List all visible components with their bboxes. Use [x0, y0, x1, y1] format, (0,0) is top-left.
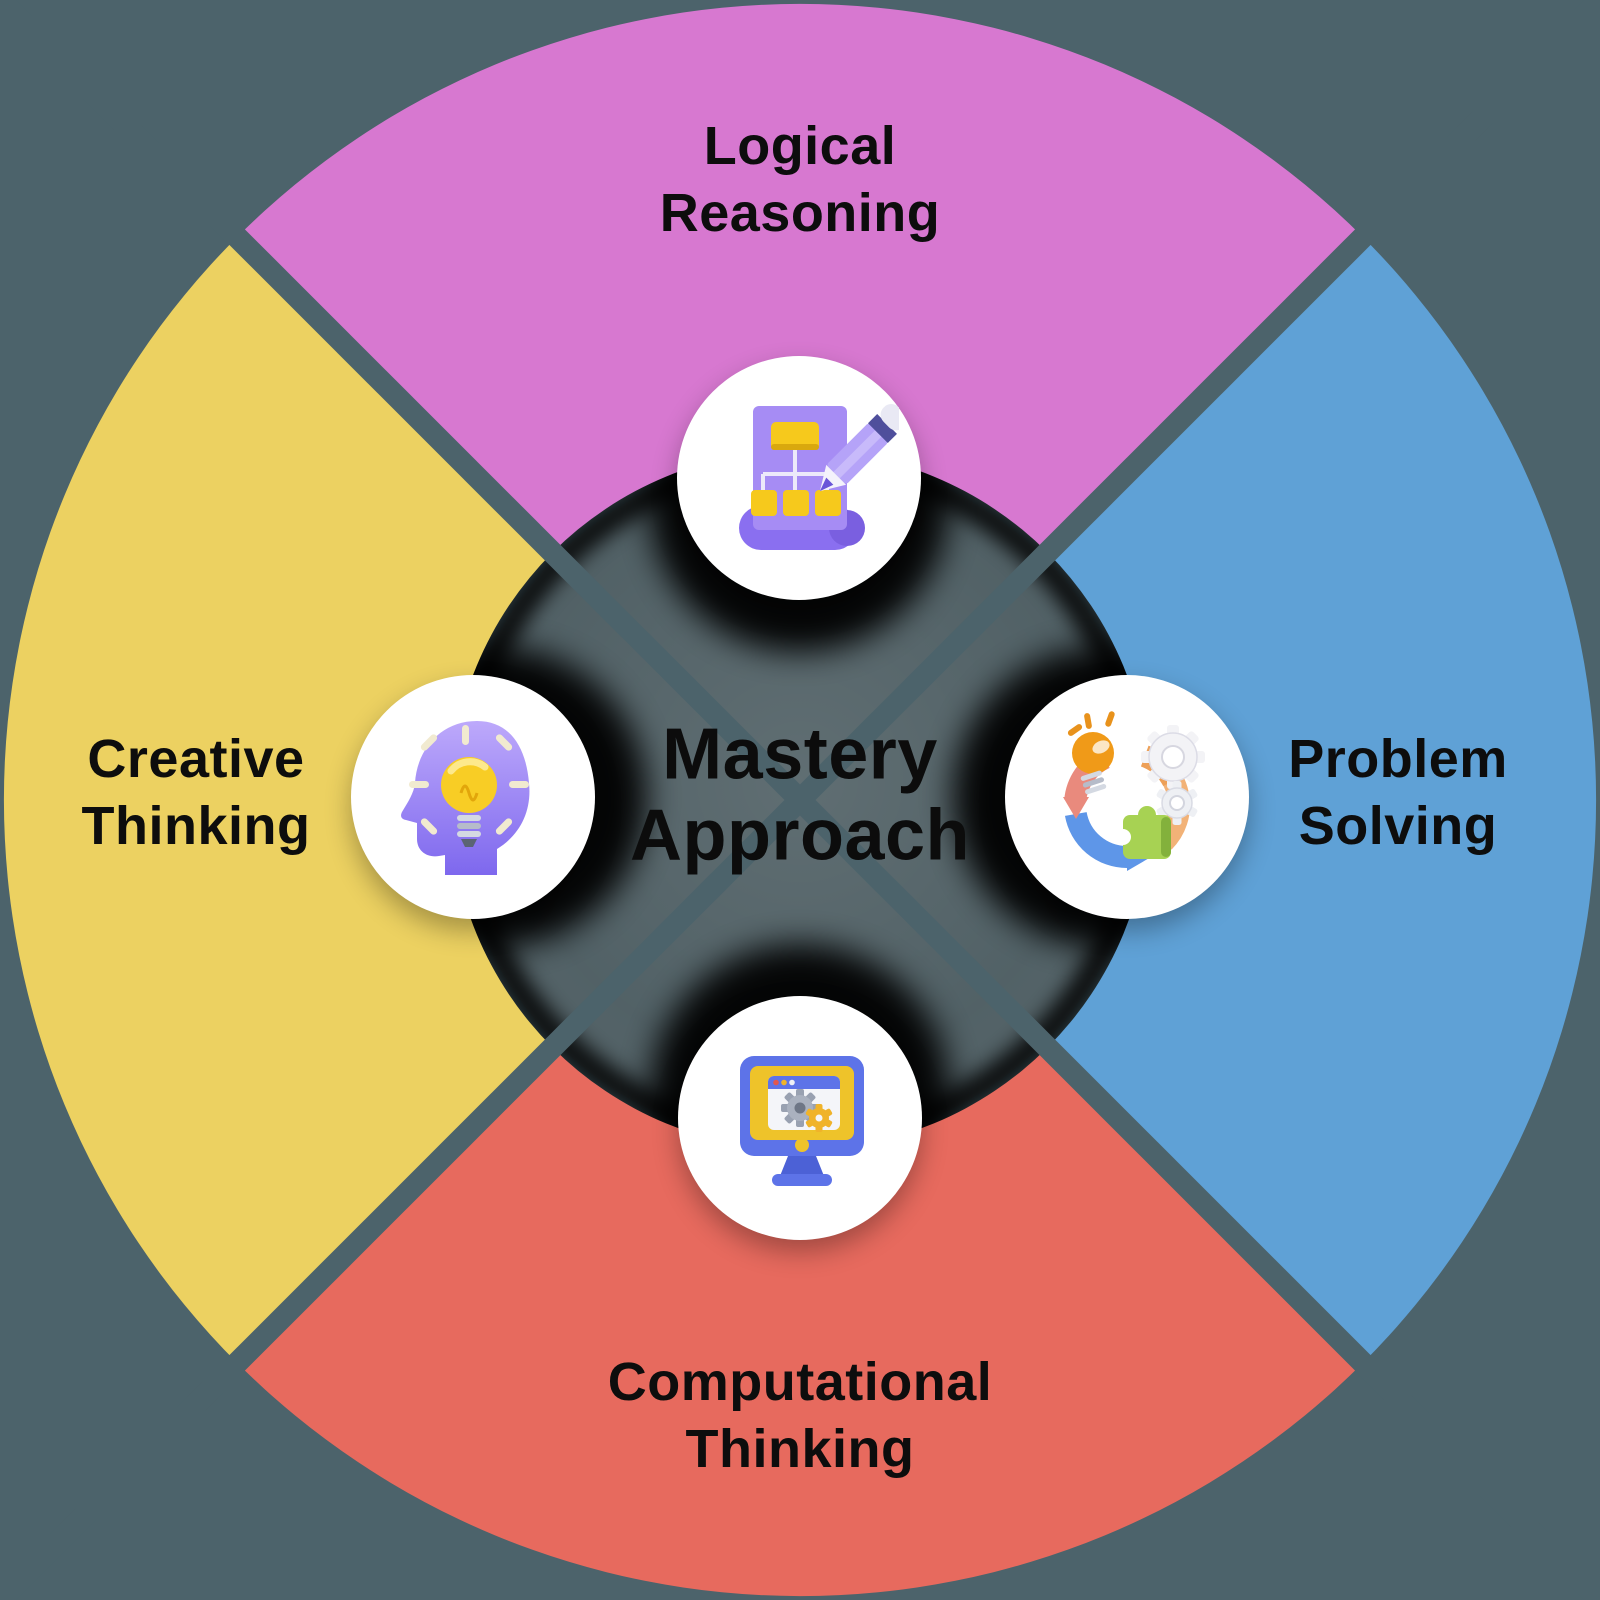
pencil-highlight: [833, 429, 883, 479]
pencil-point: [819, 477, 834, 492]
label-line: Creative: [87, 729, 305, 790]
browser-dot-red: [773, 1079, 779, 1086]
computer-monitor-gears-icon: [740, 1056, 864, 1186]
flowchart-top-box-edge: [771, 444, 819, 450]
browser-dot-white: [789, 1079, 795, 1086]
center-title-line: Mastery: [662, 714, 938, 795]
lightbulb-glass: [441, 757, 497, 813]
orange-lightbulb: [1072, 732, 1114, 774]
label-line: Thinking: [685, 1419, 915, 1479]
lightbulb-filament: [459, 784, 479, 802]
browser-dot-yellow: [781, 1079, 787, 1086]
monitor-button: [795, 1138, 809, 1152]
bulb-base: [1080, 770, 1107, 795]
flowchart-connectors: [761, 450, 829, 490]
lightbulb-shine: [447, 758, 489, 775]
puzzle-piece: [1115, 806, 1171, 859]
center-title: Mastery Approach: [630, 714, 970, 875]
label-line: Computational: [607, 1352, 993, 1413]
yellow-gear: [805, 1104, 833, 1132]
icon-circle-creative-thinking: [351, 675, 595, 919]
lightbulb-gears-puzzle-cycle-icon: [1063, 711, 1205, 871]
bulb-rays: [1067, 711, 1115, 736]
bulb-shine: [1092, 740, 1110, 754]
monitor-stand: [780, 1156, 824, 1176]
icon-circle-computational-thinking: [678, 996, 922, 1240]
flowchart-box: [815, 490, 841, 516]
pencil-band: [867, 414, 897, 444]
quadrant-problem-solving: [1047, 237, 1597, 1363]
label-line: Solving: [1298, 796, 1498, 856]
center-title-line: Approach: [629, 795, 971, 875]
label-creative-thinking: Creative Thinking: [82, 726, 311, 860]
pencil: [819, 404, 899, 492]
label-computational-thinking: Computational Thinking: [608, 1349, 992, 1483]
flowchart-pencil-icon: [739, 404, 899, 550]
label-line: Thinking: [81, 796, 311, 856]
flowchart-box: [783, 490, 809, 516]
monitor-base: [772, 1174, 832, 1186]
small-gear: [1156, 781, 1198, 825]
label-logical-reasoning: Logical Reasoning: [660, 113, 941, 247]
big-gear: [1141, 725, 1205, 789]
icon-circle-logical-reasoning: [677, 356, 921, 600]
quadrant-computational-thinking: [237, 1047, 1363, 1597]
flowchart-box: [751, 490, 777, 516]
lightbulb-base: [457, 815, 481, 847]
pencil-eraser: [880, 404, 899, 431]
label-problem-solving: Problem Solving: [1288, 726, 1508, 860]
quadrant-logical-reasoning: [237, 3, 1363, 553]
cycle-arrowhead: [1063, 797, 1089, 819]
icon-circle-problem-solving: [1005, 675, 1249, 919]
label-line: Logical: [703, 116, 897, 177]
quadrant-creative-thinking: [3, 237, 553, 1363]
label-line: Reasoning: [659, 183, 941, 243]
lightbulb-rays: [409, 725, 529, 835]
head-lightbulb-icon: [401, 721, 530, 875]
label-line: Problem: [1288, 729, 1508, 790]
flowchart-top-box: [771, 422, 819, 450]
